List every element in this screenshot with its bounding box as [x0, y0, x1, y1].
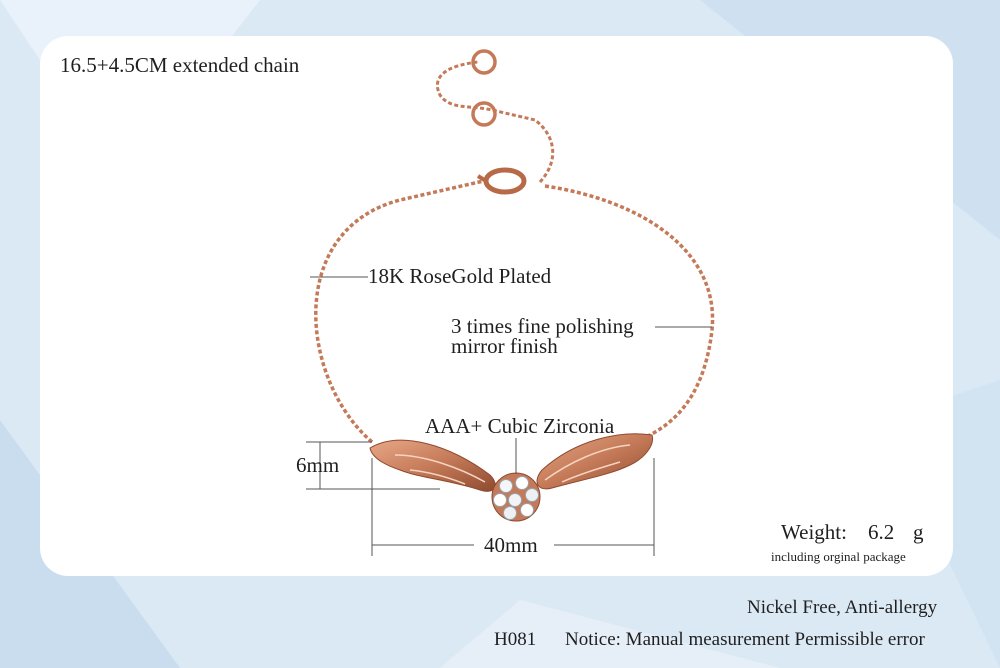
model-number: H081 [494, 629, 537, 650]
measurement-notice: Notice: Manual measurement Permissible e… [565, 629, 925, 650]
end-ring-middle [471, 101, 497, 127]
polish-label-line1: 3 times fine polishing [451, 314, 634, 338]
left-wing [369, 439, 496, 492]
right-wing [536, 433, 654, 490]
extension-chain [436, 60, 555, 184]
end-ring-top [471, 49, 497, 75]
weight-unit: g [913, 520, 924, 544]
polish-label-line2: mirror finish [451, 334, 558, 358]
zirconia-cluster [491, 472, 541, 522]
chain-length-label: 16.5+4.5CM extended chain [60, 53, 300, 77]
bracelet-chain [314, 178, 715, 444]
width-dimension: 40mm [484, 533, 538, 557]
weight-label: Weight: [781, 520, 847, 544]
lobster-clasp [483, 167, 527, 195]
plating-label: 18K RoseGold Plated [368, 264, 552, 288]
annotation-lines [306, 276, 712, 556]
stone-label: AAA+ Cubic Zirconia [425, 414, 615, 438]
height-dimension: 6mm [296, 453, 340, 477]
nickel-free-note: Nickel Free, Anti-allergy [747, 597, 938, 618]
weight-note: including orginal package [771, 549, 906, 564]
weight-value: 6.2 [868, 520, 895, 544]
